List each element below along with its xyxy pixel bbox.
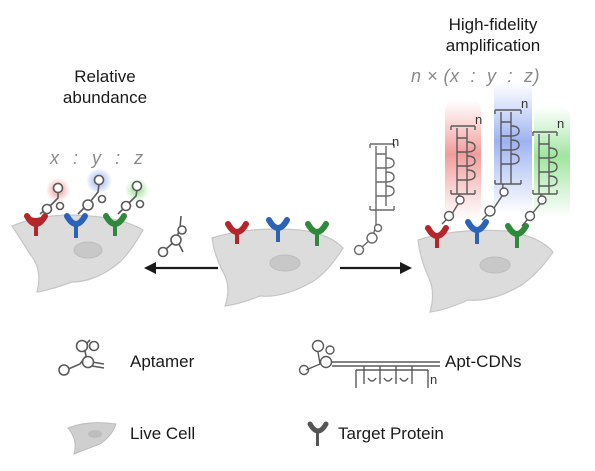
left-ratio-x: x bbox=[50, 148, 60, 168]
right-arrow bbox=[340, 262, 412, 274]
left-title: Relative abundance bbox=[50, 66, 160, 108]
left-ratio-z: z bbox=[134, 148, 144, 168]
legend-live-cell-icon bbox=[67, 422, 117, 455]
legend-aptamer-label: Aptamer bbox=[130, 352, 195, 371]
right-cell bbox=[417, 229, 554, 313]
right-apt-cdns bbox=[441, 109, 558, 227]
left-arrow bbox=[144, 262, 218, 274]
repeat-n-blue: n bbox=[521, 96, 528, 111]
left-ratio-sep2: : bbox=[115, 148, 121, 168]
left-aptamers bbox=[39, 174, 145, 215]
repeat-n-green: n bbox=[557, 116, 564, 131]
arrow-aptamer-icon bbox=[157, 215, 187, 258]
left-title-line2: abundance bbox=[62, 88, 148, 107]
legend-apt-cdn-icon bbox=[298, 339, 440, 388]
legend-target-protein-label: Target Protein bbox=[338, 424, 444, 443]
repeat-n-arrow: n bbox=[392, 134, 399, 149]
left-ratio-sep1: : bbox=[73, 148, 79, 168]
left-ratio: x : y : z bbox=[50, 148, 144, 169]
center-cell bbox=[211, 228, 344, 307]
center-receptors bbox=[225, 217, 329, 246]
left-title-line1: Relative bbox=[74, 67, 136, 86]
legend-aptamer-icon bbox=[58, 339, 105, 376]
repeat-n-red: n bbox=[475, 112, 482, 127]
glow-column-red bbox=[445, 100, 481, 220]
right-receptors bbox=[425, 219, 529, 248]
left-receptors bbox=[24, 213, 127, 238]
left-ratio-y: y bbox=[92, 148, 102, 168]
legend-live-cell-label: Live Cell bbox=[130, 424, 196, 443]
legend-target-protein-icon bbox=[307, 421, 329, 446]
left-cell bbox=[11, 214, 144, 293]
glow-column-blue bbox=[494, 82, 532, 214]
right-ratio: n × (x : y : z) bbox=[411, 66, 541, 86]
repeat-labels: n n n n n bbox=[392, 96, 564, 387]
right-title-line2: amplification bbox=[445, 36, 541, 55]
legend-apt-cdns-label: Apt-CDNs bbox=[445, 352, 522, 371]
right-title-line1: High-fidelity bbox=[448, 15, 538, 34]
right-title: High-fidelity amplification bbox=[418, 14, 568, 56]
repeat-n-legend: n bbox=[430, 372, 437, 387]
arrow-apt-cdn-icon bbox=[353, 143, 395, 256]
